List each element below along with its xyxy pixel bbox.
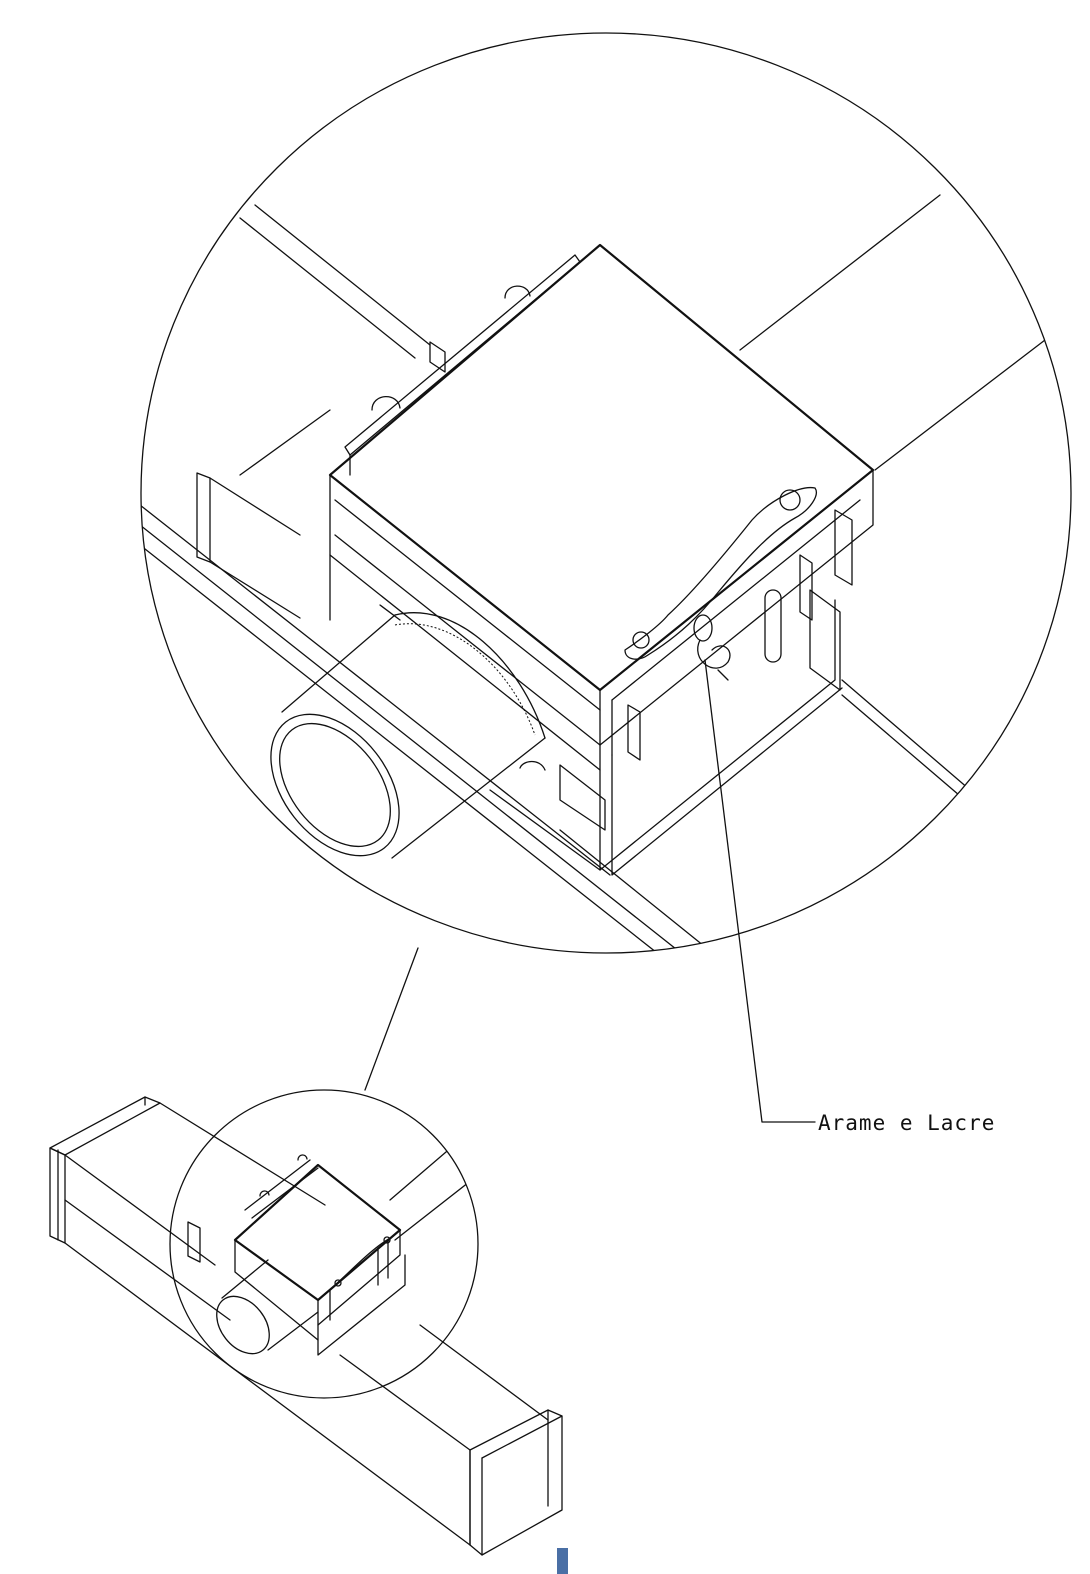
left-plate — [196, 472, 301, 619]
overview-circle — [169, 1089, 479, 1399]
bottom-marker — [557, 1548, 568, 1574]
duct — [49, 1096, 563, 1556]
beam-lines — [141, 194, 1046, 953]
detail-view — [140, 32, 1072, 954]
detail-connector-line — [364, 947, 419, 1091]
pipe — [270, 604, 546, 859]
detail-contents — [141, 194, 1046, 953]
overview-contents — [187, 1139, 478, 1356]
callout-label: Arame e Lacre — [818, 1111, 995, 1135]
top-rail — [344, 254, 581, 771]
wire-seal — [624, 487, 817, 681]
detail-circle — [140, 32, 1072, 954]
main-box — [328, 243, 875, 876]
callout-leader — [704, 659, 816, 1123]
side-legs — [627, 509, 853, 761]
overview-view — [49, 1089, 563, 1556]
